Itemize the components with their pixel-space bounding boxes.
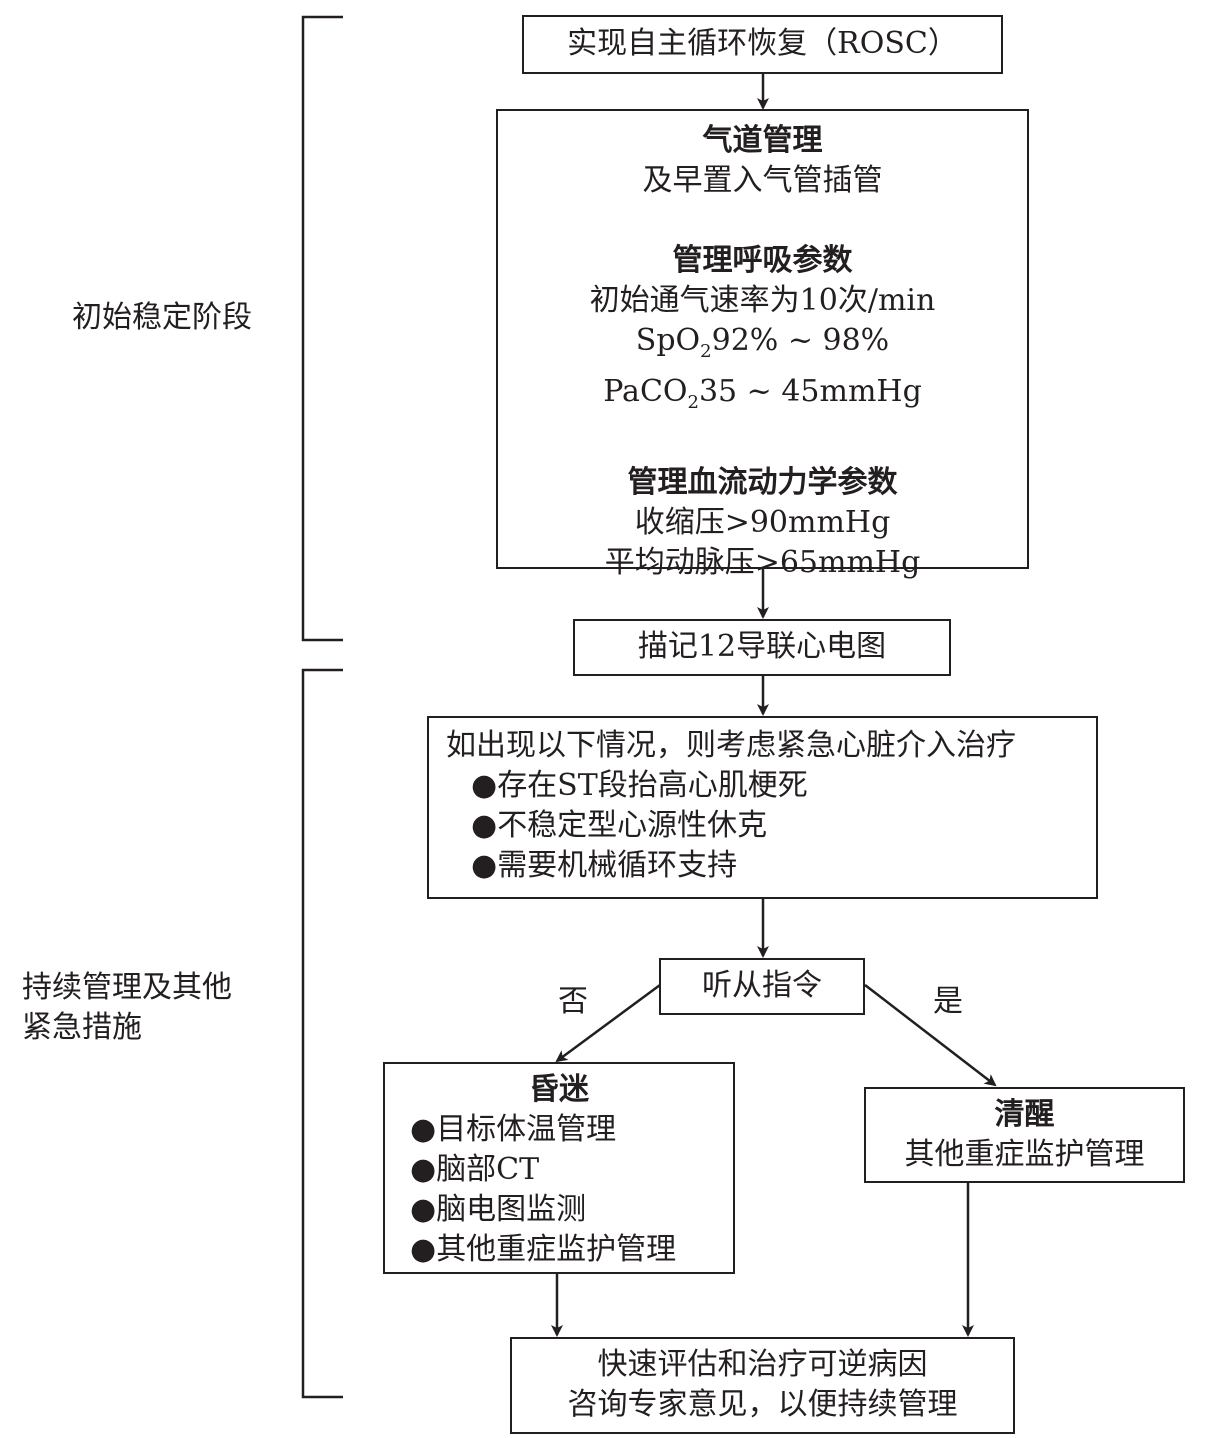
ecg-text: 描记12导联心电图 [637, 629, 887, 664]
coma-item: 脑电图监测 [410, 1190, 733, 1230]
awake-title: 清醒 [994, 1097, 1055, 1132]
coma-box: 昏迷 目标体温管理 脑部CT 脑电图监测 其他重症监护管理 [383, 1062, 735, 1274]
cardiac-intro: 如出现以下情况，则考虑紧急心脏介入治疗 [446, 728, 1016, 763]
final-line2: 咨询专家意见，以便持续管理 [567, 1387, 958, 1422]
ecg-box: 描记12导联心电图 [573, 619, 951, 676]
follows-commands-box: 听从指令 [659, 958, 865, 1015]
coma-title: 昏迷 [529, 1072, 589, 1107]
airway-title: 气道管理 [702, 123, 823, 158]
systolic-target: 收缩压>90mmHg [634, 505, 891, 540]
stage2-label-line1: 持续管理及其他 [22, 970, 232, 1005]
airway-text: 及早置入气管插管 [642, 163, 883, 198]
stage2-bracket [301, 668, 343, 1399]
cardiac-intervention-box: 如出现以下情况，则考虑紧急心脏介入治疗 存在ST段抬高心肌梗死 不稳定型心源性休… [427, 716, 1098, 899]
arrow-command-to-coma [555, 983, 661, 1063]
stage2-label: 持续管理及其他 紧急措施 [22, 968, 232, 1048]
yes-label: 是 [933, 984, 963, 1019]
coma-item: 脑部CT [410, 1150, 733, 1190]
arrow-command-to-awake [864, 984, 997, 1087]
follows-commands-text: 听从指令 [702, 968, 822, 1003]
rosc-text: 实现自主循环恢复（ROSC） [567, 26, 958, 61]
stage2-label-line2: 紧急措施 [22, 1010, 142, 1045]
rosc-box: 实现自主循环恢复（ROSC） [522, 15, 1003, 74]
hemo-title: 管理血流动力学参数 [627, 465, 898, 500]
cardiac-item: 需要机械循环支持 [446, 846, 1096, 886]
coma-item: 目标体温管理 [410, 1110, 733, 1150]
breathing-title: 管理呼吸参数 [672, 243, 853, 278]
awake-text: 其他重症监护管理 [904, 1137, 1145, 1172]
final-line1: 快速评估和治疗可逆病因 [597, 1347, 928, 1382]
spo2-target: SpO292% ~ 98% [635, 323, 890, 362]
stage1-bracket [301, 15, 343, 642]
cardiac-item: 存在ST段抬高心肌梗死 [446, 766, 1096, 806]
cardiac-item: 不稳定型心源性休克 [446, 806, 1096, 846]
reversible-causes-box: 快速评估和治疗可逆病因 咨询专家意见，以便持续管理 [510, 1337, 1015, 1434]
breathing-rate: 初始通气速率为10次/min [589, 283, 936, 318]
coma-item: 其他重症监护管理 [410, 1230, 733, 1270]
awake-box: 清醒 其他重症监护管理 [864, 1087, 1185, 1183]
initial-management-box: 气道管理 及早置入气管插管 管理呼吸参数 初始通气速率为10次/min SpO2… [496, 109, 1029, 580]
map-target: 平均动脉压>65mmHg [604, 545, 921, 580]
stage1-label: 初始稳定阶段 [72, 300, 252, 335]
no-label: 否 [558, 984, 588, 1019]
paco2-target: PaCO235 ~ 45mmHg [603, 374, 922, 413]
